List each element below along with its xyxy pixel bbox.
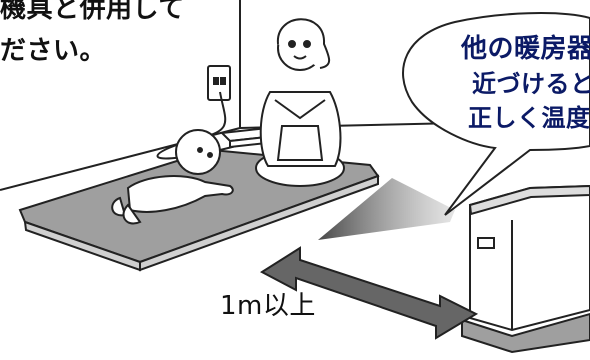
- woman-figure: [255, 18, 345, 187]
- caption-top-line-1: 機具と併用して: [0, 0, 185, 24]
- distance-label: 1m以上: [220, 291, 316, 321]
- caption-top-line-2: ださい。: [0, 36, 107, 66]
- heat-zone: [318, 178, 455, 240]
- bubble-line-1: 他の暖房器: [461, 34, 590, 64]
- speech-bubble: [402, 12, 590, 216]
- wall-outlet: [207, 65, 231, 101]
- bubble-line-2: 近づけると: [472, 70, 590, 98]
- distance-arrow: [260, 246, 479, 340]
- space-heater: [461, 184, 590, 354]
- baby-figure: [111, 129, 234, 225]
- bubble-line-3: 正しく温度: [468, 104, 590, 132]
